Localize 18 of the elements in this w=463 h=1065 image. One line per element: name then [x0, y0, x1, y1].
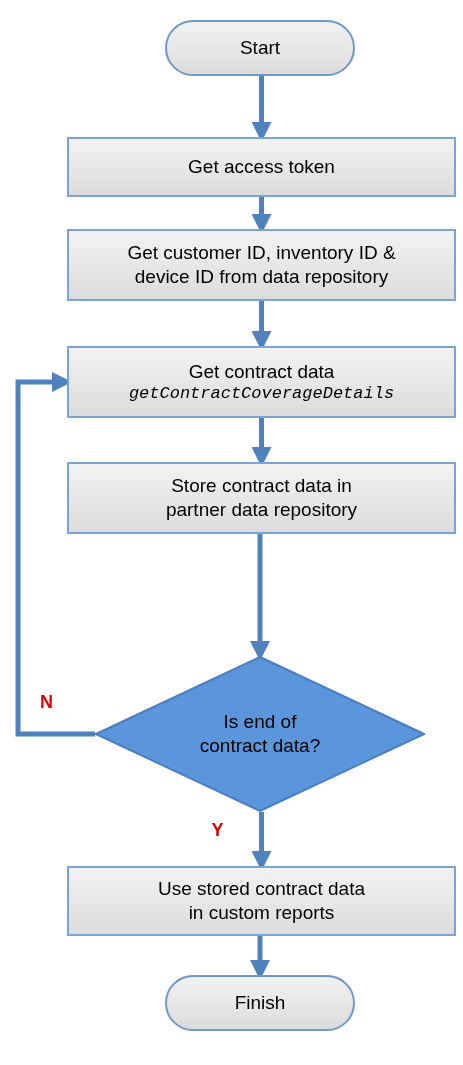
method-name: getContractCoverageDetails	[128, 383, 395, 405]
arrow	[15, 372, 95, 737]
process-box	[67, 346, 456, 418]
terminal-box	[165, 975, 355, 1031]
node-label: Finish	[234, 991, 286, 1015]
process-box	[67, 462, 456, 534]
decision-diamond	[95, 656, 425, 812]
process-box	[67, 866, 456, 936]
node-label: Store contract data in partner data repository	[164, 474, 359, 522]
process-box	[67, 137, 456, 197]
node-label: Start	[239, 36, 281, 60]
process-box	[67, 229, 456, 301]
node-label: Get contract data	[188, 359, 335, 384]
node-label: Use stored contract data in custom reports	[157, 877, 366, 925]
node-label: Get customer ID, inventory ID & device ID from data repository	[126, 241, 397, 289]
node-label: Get access token	[188, 155, 335, 179]
node-label: Is end of contract data?	[198, 710, 322, 758]
terminal-box	[165, 20, 355, 76]
